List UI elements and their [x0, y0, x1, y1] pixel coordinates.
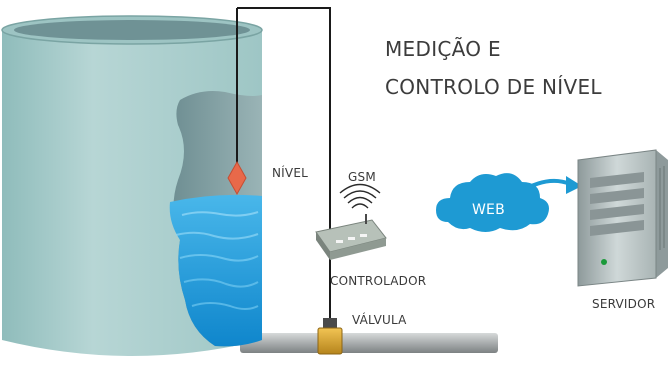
pipe: [240, 333, 498, 353]
wireless-signal-icon: [339, 183, 381, 209]
level-label: NÍVEL: [272, 166, 308, 180]
signal-wire: [236, 7, 331, 320]
controller-label: CONTROLADOR: [330, 274, 427, 288]
web-cloud: [436, 173, 549, 232]
web-label: WEB: [472, 202, 505, 218]
title-line-1: MEDIÇÃO E: [385, 37, 501, 61]
float-sensor: [227, 160, 247, 196]
tank: [1, 15, 263, 356]
valve-label: VÁLVULA: [352, 313, 407, 327]
gsm-label: GSM: [348, 170, 376, 184]
valve: [317, 318, 343, 355]
server-label: SERVIDOR: [592, 297, 656, 311]
connection-arrow: [518, 176, 582, 194]
server-icon: [577, 149, 668, 287]
water: [169, 194, 262, 347]
title-line-2: CONTROLO DE NÍVEL: [385, 75, 602, 99]
controller-device: [315, 214, 387, 260]
